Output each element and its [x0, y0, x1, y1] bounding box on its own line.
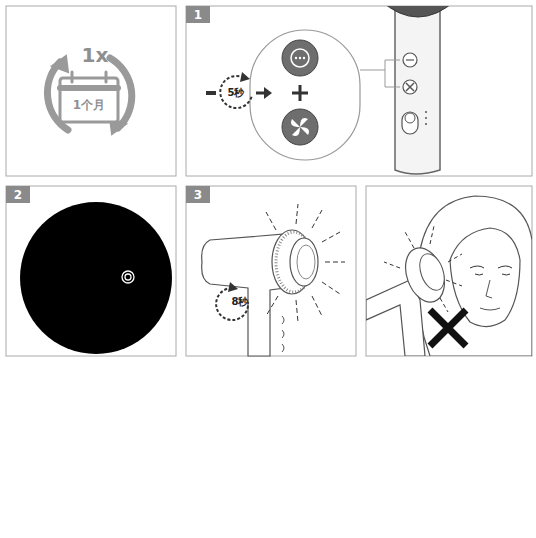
step-number: 1: [194, 9, 202, 21]
interval-text: 1个月: [73, 99, 105, 111]
step-number: 2: [14, 189, 22, 201]
repeat-count: 1x: [82, 45, 109, 65]
step-number: 3: [194, 189, 202, 201]
duration-text: 5秒: [228, 88, 245, 98]
duration-text: 8秒: [232, 297, 249, 307]
